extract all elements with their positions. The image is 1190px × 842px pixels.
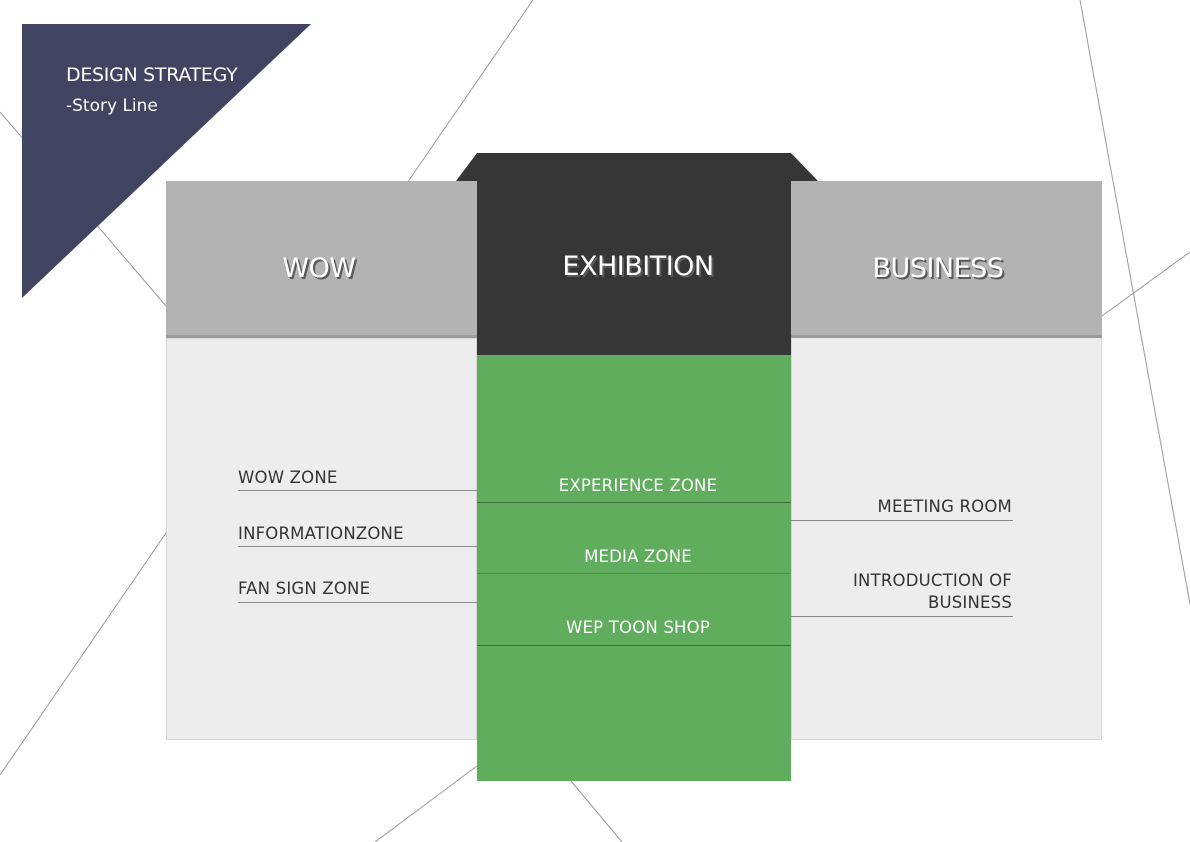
business-panel-body: [791, 336, 1102, 740]
meeting-room-line: [791, 520, 1013, 521]
business-title: BUSINESS: [872, 253, 1004, 284]
page-subtitle: -Story Line: [66, 96, 158, 116]
wow-title: WOW: [282, 253, 356, 284]
webtoon-shop-line: [477, 645, 791, 646]
webtoon-shop-label: WEP TOON SHOP: [566, 618, 710, 637]
introduction-of-label: INTRODUCTION OF: [852, 571, 1012, 590]
corner-triangle: [22, 24, 311, 298]
experience-zone-line: [477, 502, 791, 503]
business-panel-header: [791, 181, 1102, 338]
exhibition-title: EXHIBITION: [562, 251, 714, 282]
media-zone-label: MEDIA ZONE: [584, 547, 692, 566]
experience-zone-label: EXPERIENCE ZONE: [558, 476, 718, 495]
introduction-line: [791, 616, 1013, 617]
exhibition-header: [456, 153, 818, 356]
page-title: DESIGN STRATEGY: [66, 64, 238, 86]
fan-sign-zone-label: FAN SIGN ZONE: [238, 579, 371, 598]
meeting-room-label: MEETING ROOM: [877, 497, 1012, 516]
wow-zone-label: WOW ZONE: [238, 468, 338, 487]
business-label: BUSINESS: [927, 593, 1012, 612]
media-zone-line: [477, 573, 791, 574]
wow-zone-line: [238, 490, 477, 491]
wow-panel-body: [166, 338, 477, 740]
information-zone-label: INFORMATIONZONE: [238, 524, 404, 543]
fan-sign-zone-line: [238, 602, 477, 603]
exhibition-body: [477, 355, 791, 781]
wow-panel-header: [166, 181, 477, 338]
information-zone-line: [238, 546, 477, 547]
